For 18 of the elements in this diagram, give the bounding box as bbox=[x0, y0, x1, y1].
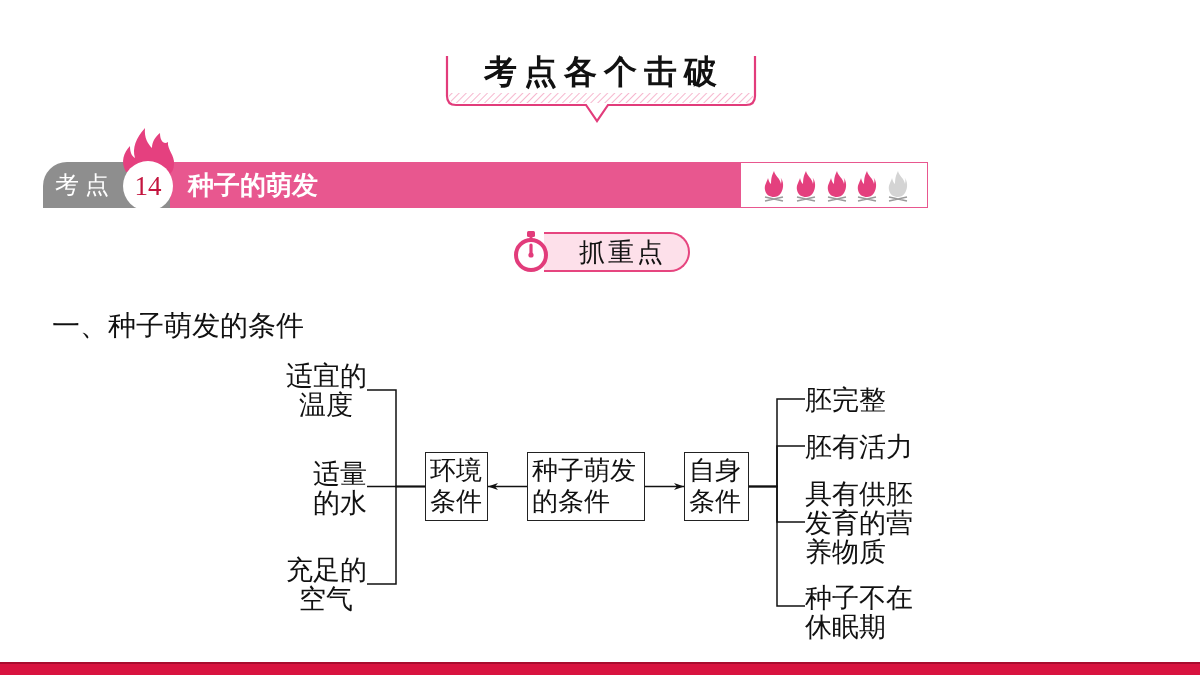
arrow bbox=[644, 483, 685, 490]
branch-label: 充足的空气 bbox=[285, 555, 367, 613]
branch-label: 适宜的温度 bbox=[285, 361, 367, 419]
bracket-line bbox=[748, 485, 806, 607]
branch-label: 胚有活力 bbox=[805, 431, 913, 461]
process-box: 自身条件 bbox=[684, 452, 749, 521]
process-box: 种子萌发的条件 bbox=[527, 452, 645, 521]
heading-tag: 抓重点 bbox=[544, 232, 690, 272]
section-heading: 一、种子萌发的条件 bbox=[52, 309, 304, 343]
process-box: 环境条件 bbox=[425, 452, 488, 521]
branch-label: 具有供胚发育的营养物质 bbox=[805, 478, 914, 566]
branch-label: 种子不在休眠期 bbox=[805, 583, 914, 641]
section-title: 种子的萌发 bbox=[188, 169, 318, 202]
arrow bbox=[487, 483, 528, 490]
branch-label: 胚完整 bbox=[805, 384, 886, 414]
bracket-line bbox=[366, 485, 426, 585]
branch-label: 适量的水 bbox=[312, 459, 367, 517]
page-title: 考点各个击破 bbox=[482, 52, 724, 92]
